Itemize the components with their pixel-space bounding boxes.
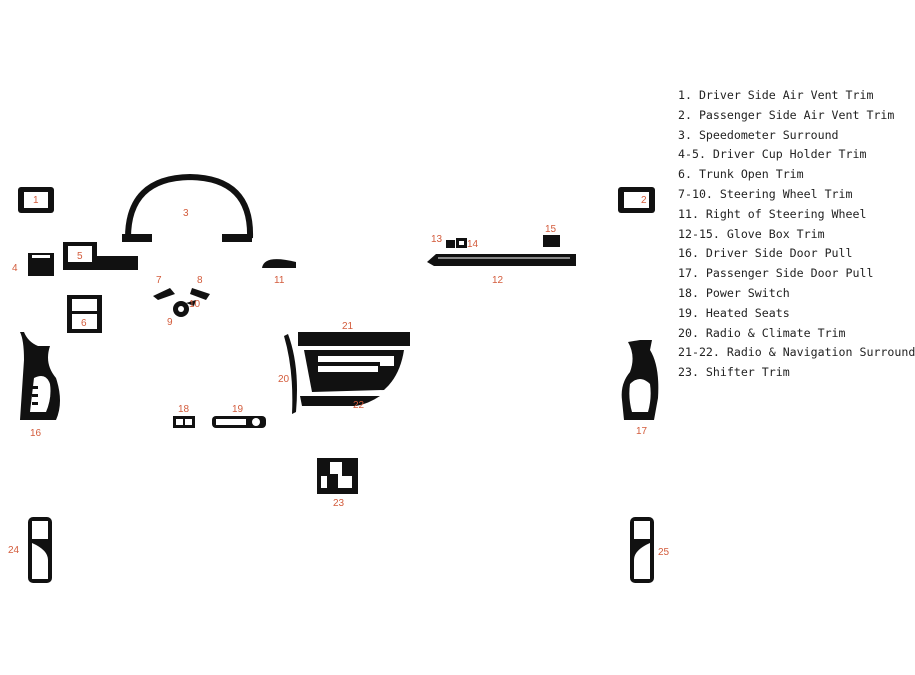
part-number-24: 24	[8, 545, 20, 556]
part-number-2: 2	[641, 195, 647, 206]
part-3-speedometer-surround	[122, 173, 254, 242]
part-7-steering-wheel-trim	[153, 288, 175, 300]
part-number-9: 9	[167, 317, 173, 328]
part-number-16: 16	[30, 428, 42, 439]
legend-item: 2. Passenger Side Air Vent Trim	[678, 107, 895, 122]
part-1-driver-air-vent-trim	[18, 187, 54, 213]
part-5-cup-holder-trim	[63, 242, 138, 270]
part-14-glove-box-trim	[456, 238, 467, 248]
part-16-driver-door-pull	[20, 332, 60, 420]
part-number-25: 25	[658, 547, 670, 558]
part-number-7: 7	[156, 275, 162, 286]
part-number-11: 11	[274, 275, 285, 286]
part-number-6: 6	[81, 318, 87, 329]
part-2-passenger-air-vent-trim	[618, 187, 655, 213]
part-22-radio-navigation-surround	[300, 396, 380, 406]
part-13-glove-box-trim	[446, 240, 455, 248]
part-25-trim	[630, 517, 654, 583]
part-20-radio-climate-trim	[284, 334, 404, 414]
legend-item: 6. Trunk Open Trim	[678, 167, 804, 182]
part-18-power-switch	[173, 416, 195, 428]
part-number-21: 21	[342, 321, 354, 332]
legend-item: 17. Passenger Side Door Pull	[678, 266, 874, 281]
parts-legend: 1. Driver Side Air Vent Trim 2. Passenge…	[678, 86, 915, 383]
part-number-22: 22	[353, 400, 365, 411]
legend-item: 12-15. Glove Box Trim	[678, 226, 825, 241]
part-10-steering-wheel-trim	[186, 300, 196, 306]
part-number-5: 5	[77, 251, 83, 262]
part-17-passenger-door-pull	[621, 340, 659, 420]
part-21-radio-navigation-surround	[298, 332, 410, 346]
legend-item: 11. Right of Steering Wheel	[678, 206, 867, 221]
part-4-cup-holder-trim	[28, 253, 54, 276]
part-number-1: 1	[33, 195, 39, 206]
part-number-14: 14	[467, 239, 479, 250]
legend-item: 18. Power Switch	[678, 285, 790, 300]
legend-item: 7-10. Steering Wheel Trim	[678, 186, 853, 201]
part-number-18: 18	[178, 404, 190, 415]
legend-item: 16. Driver Side Door Pull	[678, 246, 853, 261]
part-number-15: 15	[545, 224, 557, 235]
part-23-shifter-trim	[317, 458, 358, 494]
part-number-10: 10	[189, 299, 201, 310]
legend-item: 21-22. Radio & Navigation Surround	[678, 345, 915, 360]
legend-item: 19. Heated Seats	[678, 305, 790, 320]
part-6-trunk-open-trim	[67, 295, 102, 333]
part-12-glove-box-trim	[427, 254, 576, 266]
part-9-steering-wheel-trim	[173, 301, 189, 317]
part-19-heated-seats	[212, 416, 266, 428]
part-11-right-of-steering-wheel	[262, 259, 296, 268]
legend-item: 4-5. Driver Cup Holder Trim	[678, 147, 867, 162]
legend-item: 20. Radio & Climate Trim	[678, 325, 846, 340]
part-number-17: 17	[636, 426, 648, 437]
legend-item: 23. Shifter Trim	[678, 365, 790, 380]
part-15-glove-box-trim	[543, 235, 560, 247]
part-number-20: 20	[278, 374, 290, 385]
part-number-3: 3	[183, 208, 189, 219]
part-number-8: 8	[197, 275, 203, 286]
part-number-4: 4	[12, 263, 18, 274]
legend-item: 3. Speedometer Surround	[678, 127, 839, 142]
part-number-12: 12	[492, 275, 504, 286]
part-number-19: 19	[232, 404, 244, 415]
part-24-trim	[28, 517, 52, 583]
legend-item: 1. Driver Side Air Vent Trim	[678, 88, 874, 102]
part-number-13: 13	[431, 234, 443, 245]
part-8-steering-wheel-trim	[190, 288, 210, 300]
part-number-23: 23	[333, 498, 345, 509]
